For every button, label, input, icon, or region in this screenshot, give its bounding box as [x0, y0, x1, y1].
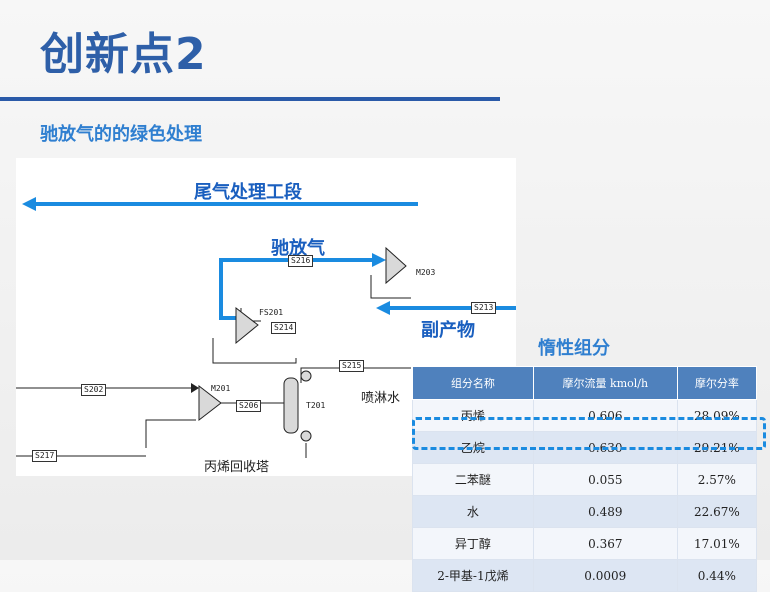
cell-name: 丙烯 [412, 399, 534, 432]
cell-flow: 0.489 [532, 495, 678, 528]
stream-s213: S213 [471, 302, 497, 314]
header-component-name: 组分名称 [412, 366, 534, 400]
stream-s202: S202 [81, 384, 107, 396]
stream-s215: S215 [339, 360, 365, 372]
slide-subtitle: 驰放气的的绿色处理 [40, 124, 202, 145]
table-row: 二苯醚 0.055 2.57% [412, 463, 758, 496]
table-row: 异丁醇 0.367 17.01% [412, 527, 758, 560]
cell-fraction: 22.67% [676, 495, 758, 528]
spray-water-label: 喷淋水 [361, 391, 401, 406]
mixer-m203-shape [385, 246, 407, 285]
unit-fs201-label: FS201 [259, 308, 284, 317]
table-row: 丙烯 0.606 28.09% [412, 399, 758, 432]
stream-s216: S216 [288, 255, 314, 267]
mixer-m201-shape [198, 384, 222, 422]
inert-components-title: 惰性组分 [538, 338, 610, 359]
cell-name: 水 [412, 495, 534, 528]
unit-t201-label: T201 [306, 401, 326, 410]
cell-flow: 0.0009 [532, 559, 678, 592]
highlight-ethane-row [412, 417, 766, 450]
cell-flow: 0.367 [532, 527, 678, 560]
cell-fraction: 0.44% [676, 559, 758, 592]
tail-gas-label: 尾气处理工段 [194, 182, 302, 203]
unit-m201-label: M201 [211, 384, 231, 393]
table-header-row: 组分名称 摩尔流量 kmol/h 摩尔分率 [412, 366, 758, 400]
stream-s214: S214 [271, 322, 297, 334]
column-t201-shape [283, 377, 299, 434]
purge-gas-label: 驰放气 [271, 238, 325, 259]
cell-name: 二苯醚 [412, 463, 534, 496]
flow-lines [16, 197, 516, 458]
title-underline [0, 97, 500, 101]
inert-components-table: 组分名称 摩尔流量 kmol/h 摩尔分率 丙烯 0.606 28.09% 乙烷… [412, 366, 758, 592]
cell-fraction: 2.57% [676, 463, 758, 496]
process-flow-diagram: 尾气处理工段 驰放气 副产物 S216 S213 S214 S215 S202 … [16, 158, 516, 476]
cell-fraction: 17.01% [676, 527, 758, 560]
table-row: 2-甲基-1戊烯 0.0009 0.44% [412, 559, 758, 592]
unit-m203-label: M203 [416, 268, 436, 277]
propylene-recovery-label: 丙烯回收塔 [204, 460, 270, 475]
stream-s206: S206 [236, 400, 262, 412]
cell-flow: 0.606 [532, 399, 678, 432]
byproduct-label: 副产物 [421, 320, 475, 341]
cell-flow: 0.055 [532, 463, 678, 496]
header-molar-fraction: 摩尔分率 [676, 366, 758, 400]
stream-s217: S217 [32, 450, 58, 462]
splitter-fs201-shape [235, 306, 259, 345]
cell-name: 异丁醇 [412, 527, 534, 560]
table-row: 水 0.489 22.67% [412, 495, 758, 528]
slide-title: 创新点2 [40, 29, 207, 80]
cell-name: 2-甲基-1戊烯 [412, 559, 534, 592]
cell-fraction: 28.09% [676, 399, 758, 432]
header-molar-flow: 摩尔流量 kmol/h [532, 366, 678, 400]
